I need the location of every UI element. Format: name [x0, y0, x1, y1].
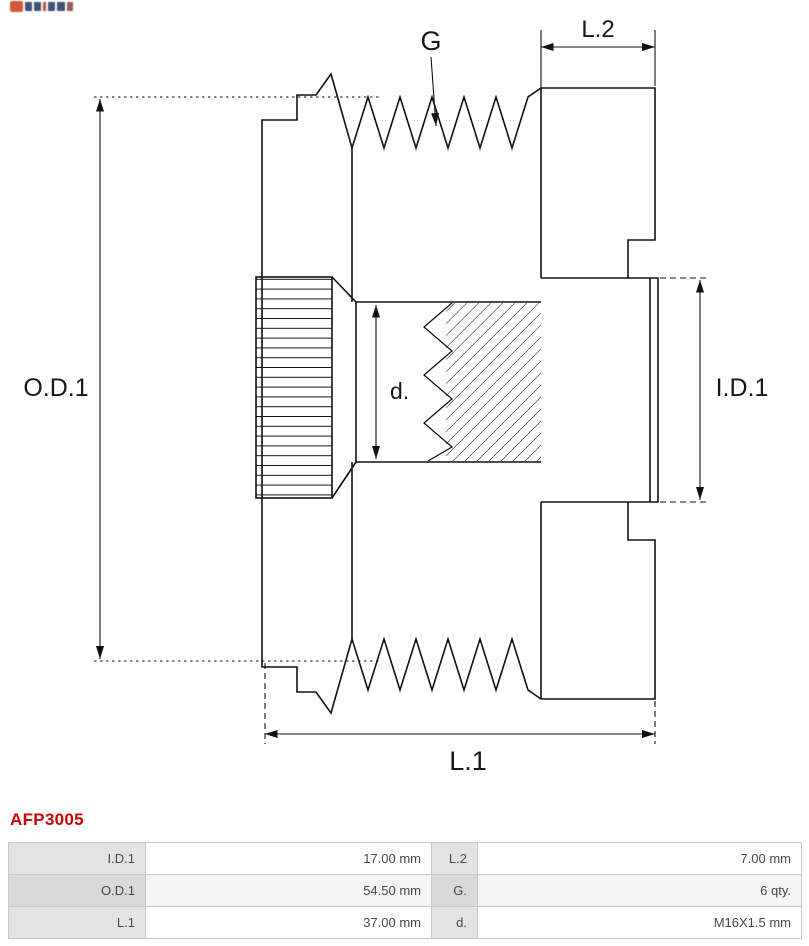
spec-value: 17.00 mm [145, 842, 432, 875]
label-d: d. [390, 378, 409, 404]
product-code: AFP3005 [10, 810, 84, 829]
thread-profile [423, 302, 454, 462]
spec-label: I.D.1 [8, 842, 146, 875]
spec-value: 6 qty. [477, 874, 802, 907]
spec-label: L.2 [431, 842, 478, 875]
spec-table: I.D.1 17.00 mm L.2 7.00 mm O.D.1 54.50 m… [8, 842, 802, 939]
g-leader-arrow [430, 56, 440, 127]
spec-value: 37.00 mm [145, 906, 432, 939]
table-row: I.D.1 17.00 mm L.2 7.00 mm [8, 842, 802, 875]
spec-label: d. [431, 906, 478, 939]
table-row: O.D.1 54.50 mm G. 6 qty. [8, 874, 802, 907]
dimension-lines [94, 30, 706, 744]
spec-value: M16X1.5 mm [477, 906, 802, 939]
label-od1: O.D.1 [23, 374, 88, 402]
pulley-outline [261, 72, 659, 715]
as-pl-logo-icon [10, 1, 73, 12]
spec-label: O.D.1 [8, 874, 146, 907]
pulley-technical-drawing: O.D.1 I.D.1 L.2 G L.1 d. [23, 16, 768, 776]
label-l2: L.2 [581, 16, 614, 43]
dimension-labels: O.D.1 I.D.1 L.2 G L.1 d. [23, 16, 768, 776]
spec-label: G. [431, 874, 478, 907]
thread-hatch [446, 303, 541, 461]
chamfer-line [331, 461, 357, 499]
spec-value: 54.50 mm [145, 874, 432, 907]
spec-value: 7.00 mm [477, 842, 802, 875]
spline-knurl-block [255, 276, 333, 499]
label-l1: L.1 [449, 746, 487, 776]
spec-label: L.1 [8, 906, 146, 939]
label-g: G [420, 26, 441, 56]
label-id1: I.D.1 [716, 374, 769, 402]
brand-logo [10, 0, 74, 13]
pulley-body [255, 72, 659, 715]
table-row: L.1 37.00 mm d. M16X1.5 mm [8, 906, 802, 939]
chamfer-line [331, 276, 357, 303]
